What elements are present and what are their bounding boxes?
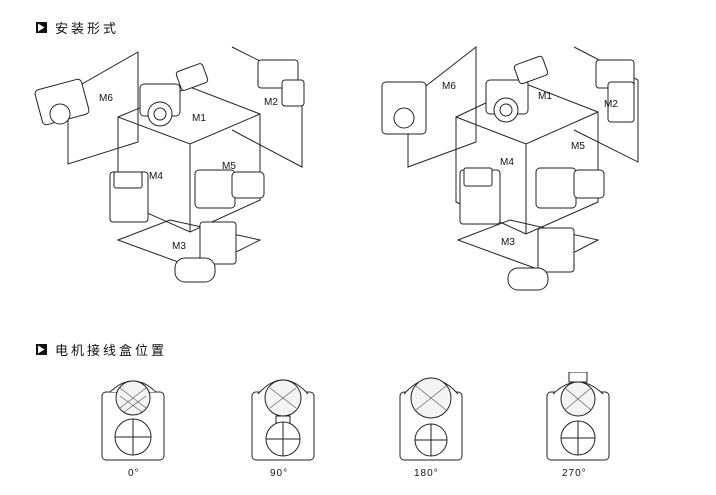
- angle-label-270: 270°: [562, 468, 587, 479]
- right-label-m1: M1: [538, 91, 552, 102]
- left-label-m5: M5: [222, 161, 236, 172]
- left-label-m2: M2: [264, 97, 278, 108]
- left-label-m6: M6: [99, 93, 113, 104]
- left-label-m3: M3: [172, 241, 186, 252]
- angle-label-0: 0°: [128, 468, 140, 479]
- mounting-diagram-right-drawing: [381, 45, 639, 291]
- mounting-diagram-left-drawing: [34, 46, 305, 283]
- angle-label-180: 180°: [414, 468, 439, 479]
- terminal-box-180-drawing: [398, 372, 464, 466]
- terminal-box-90-drawing: [250, 372, 316, 466]
- terminal-box-270-drawing: [545, 371, 611, 466]
- right-label-m4: M4: [500, 157, 514, 168]
- right-label-m3: M3: [501, 237, 515, 248]
- arrow-bullet-icon-2: [36, 344, 47, 355]
- terminal-box-title-text: 电机接线盒位置: [55, 344, 168, 359]
- angle-label-90: 90°: [270, 468, 289, 479]
- mounting-diagram-hollow-shaft: [376, 22, 676, 302]
- terminal-box-0-drawing: [100, 372, 166, 466]
- left-label-m4: M4: [149, 171, 163, 182]
- arrow-bullet-icon: [36, 22, 47, 33]
- mounting-diagram-solid-shaft: [20, 22, 340, 302]
- left-label-m1: M1: [192, 113, 206, 124]
- right-label-m5: M5: [571, 141, 585, 152]
- terminal-box-section-title: 电机接线盒位置: [36, 340, 167, 359]
- mounting-title-text: 安装形式: [55, 22, 120, 37]
- right-label-m6: M6: [442, 81, 456, 92]
- mounting-section-title: 安装形式: [36, 18, 119, 37]
- right-label-m2: M2: [604, 99, 618, 110]
